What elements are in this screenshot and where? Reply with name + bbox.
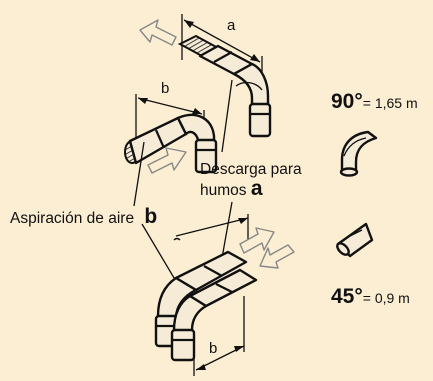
intake-in-arrow [147,147,187,174]
exhaust-leader-bottom [221,201,233,259]
exhaust-leader-top [221,79,233,153]
bottom-right-outlet [170,328,196,362]
exhaust-callout-text: humos [200,182,247,199]
bottom-intake-in-arrow [259,244,295,269]
exhaust-callout: Descarga para humos a [200,160,302,200]
dim-bottom-top-line [175,217,249,237]
dim-a-arrow-left [184,20,194,28]
dim-b-top-line [137,97,203,115]
dim-b-bottom-label: b [209,340,218,357]
dim-b-top-label: b [161,80,170,97]
dim-b-top-arrow-left [138,98,148,104]
bottom-lower-joint [215,283,233,293]
exhaust-callout-line1: Descarga para [200,161,302,178]
elbow-45-value: 45°= 0,9 m [331,285,410,309]
exhaust-elbow-seam [235,81,263,91]
intake-elbow-outlet [194,138,218,174]
exhaust-out-arrow [139,19,177,46]
intake-leader-top [133,141,145,207]
elbow-90-value: 90°= 1,65 m [331,90,418,114]
middle-intake-assembly [124,94,218,174]
elbow-45-angle: 45° [331,285,363,308]
dim-a-arrow-right [250,54,260,62]
dim-b-bottom-arrow-left [196,364,206,370]
intake-callout: Aspiración de aire b [10,205,157,229]
exhaust-callout-letter: a [250,177,263,200]
elbow-90-equals: = 1,65 m [362,95,418,111]
elbow-45-icon [336,222,374,258]
bottom-pair-assembly [154,214,295,376]
dim-a-label: a [227,17,236,34]
intake-leader-bottom [141,223,181,289]
bottom-exhaust-out-arrow [239,227,275,254]
elbow-45-equals: = 0,9 m [362,290,410,306]
exhaust-elbow-outlet [248,102,272,138]
exhaust-pipe-joint [213,51,233,63]
dim-bottom-top-arrow [238,218,248,224]
intake-pipe-joint [154,129,166,149]
dim-b-top-arrow-right [192,108,202,114]
top-exhaust-assembly [139,14,272,138]
dim-a-line [183,19,261,63]
exhaust-callout-line2: humos a [200,177,302,200]
bottom-upper-joint [203,265,223,277]
intake-callout-letter: b [144,205,158,228]
elbow-90-angle: 90° [331,90,363,113]
dim-bottom-top-tick [173,237,181,241]
dim-b-bottom-arrow-right [234,346,244,352]
intake-callout-text: Aspiración de aire [10,210,135,227]
elbow-90-icon [339,130,378,177]
